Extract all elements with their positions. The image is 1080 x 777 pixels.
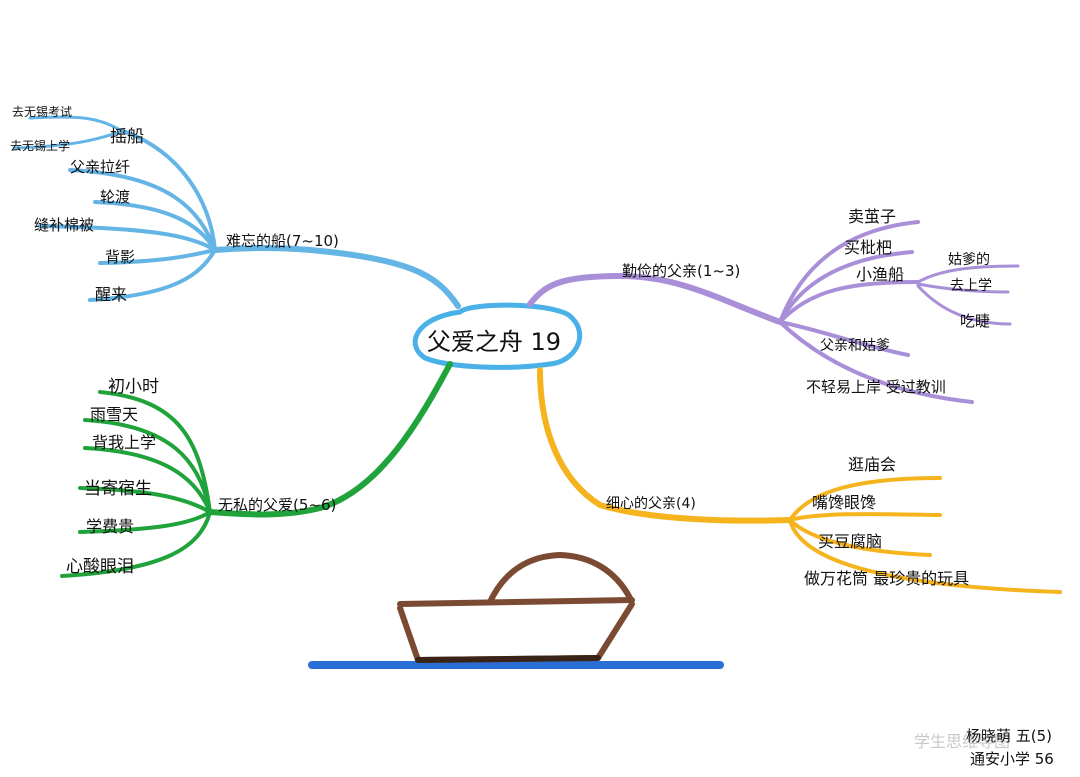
branch-purple-labels: 勤俭的父亲(1~3) 卖茧子 买枇杷 小渔船 姑爹的 去上学 吃睫 父亲和姑爹 … [622,207,992,396]
green-item: 初小时 [108,377,159,397]
green-item: 背我上学 [92,433,156,452]
center-node: 父爱之舟 19 [412,302,583,370]
branch-orange-twig [788,512,942,522]
orange-item: 逛庙会 [848,455,896,474]
blue-item: 轮渡 [100,188,130,206]
blue-item: 去无锡上学 [10,138,70,153]
purple-item: 去上学 [950,278,992,294]
green-item: 当寄宿生 [84,479,152,499]
center-bubble [412,302,583,370]
branch-green-label: 无私的父爱(5~6) [218,496,336,514]
branch-purple-twig [778,250,914,324]
branch-purple-twig [778,320,910,357]
branch-blue-twig [118,128,217,252]
branch-orange-twig [788,518,932,557]
branch-green-twig [60,510,212,578]
blue-item: 醒来 [95,285,127,304]
purple-item: 卖茧子 [848,207,896,226]
purple-item: 姑爹的 [948,252,990,268]
purple-item: 买枇杷 [844,238,892,257]
orange-item: 买豆腐脑 [818,532,882,551]
school-credit: 通安小学 56 [970,750,1054,768]
branch-blue [12,115,461,309]
branch-green-twig [83,418,212,514]
branch-green-labels: 无私的父爱(5~6) 初小时 雨雪天 背我上学 当寄宿生 学费贵 心酸眼泪 [66,377,336,577]
purple-item: 不轻易上岸 受过教训 [806,378,946,396]
branch-blue-twig [12,130,122,150]
branch-orange-twig [788,476,942,522]
branch-purple-twig [916,284,1012,326]
branch-purple-twig [778,280,920,324]
branch-blue-main [212,245,461,309]
branch-orange-label: 细心的父亲(4) [606,496,696,512]
purple-item: 吃睫 [960,312,990,330]
branch-purple-label: 勤俭的父亲(1~3) [622,262,740,280]
purple-item: 父亲和姑爹 [820,338,890,354]
green-item: 学费贵 [86,517,134,536]
branch-blue-twig [98,248,217,265]
branch-blue-label: 难忘的船(7~10) [226,232,339,250]
center-title: 父爱之舟 19 [427,328,561,356]
branch-blue-twig [68,168,217,252]
boat-cabin [487,552,633,605]
branch-green-twig [78,510,212,534]
green-item: 心酸眼泪 [66,557,134,577]
blue-item: 缝补棉被 [34,216,94,234]
orange-item: 嘴馋眼馋 [812,493,876,512]
branch-orange-twig [788,518,1062,594]
branch-blue-labels: 难忘的船(7~10) 去无锡考试 去无锡上学 摇船 父亲拉纤 轮渡 缝补棉被 背… [10,104,339,304]
boat-keel [415,655,601,663]
branch-purple-twig [778,220,920,324]
branch-purple-twig [916,264,1020,284]
branch-blue-twig [28,115,122,132]
branch-purple-twig [778,320,974,404]
boat-drawing [308,552,724,669]
blue-item: 摇船 [110,127,144,147]
blue-item: 父亲拉纤 [70,158,130,176]
blue-item: 背影 [105,248,135,266]
branch-orange-main [537,367,793,524]
branch-orange [537,367,1062,594]
boat-deck [397,597,635,607]
branch-purple-main [527,272,783,325]
branch-green-main [207,361,453,518]
branch-blue-twig [88,248,217,302]
branch-purple-twig [916,282,1010,294]
orange-item: 做万花筒 最珍贵的玩具 [804,569,969,588]
branch-purple [527,220,1020,404]
branch-green-twig [98,390,212,514]
author-credit: 杨晓萌 五(5) [966,727,1053,745]
blue-item: 去无锡考试 [12,104,72,119]
branch-green-twig [83,446,212,514]
watermark: 学生思维导图 [914,732,1011,751]
purple-item: 小渔船 [856,265,904,284]
branch-green [60,361,453,578]
branch-blue-twig [38,224,217,252]
branch-green-twig [78,486,212,514]
branch-blue-twig [93,200,217,252]
branch-orange-labels: 细心的父亲(4) 逛庙会 嘴馋眼馋 买豆腐脑 做万花筒 最珍贵的玩具 [606,455,969,588]
boat-hull [397,601,635,663]
green-item: 雨雪天 [90,405,138,424]
